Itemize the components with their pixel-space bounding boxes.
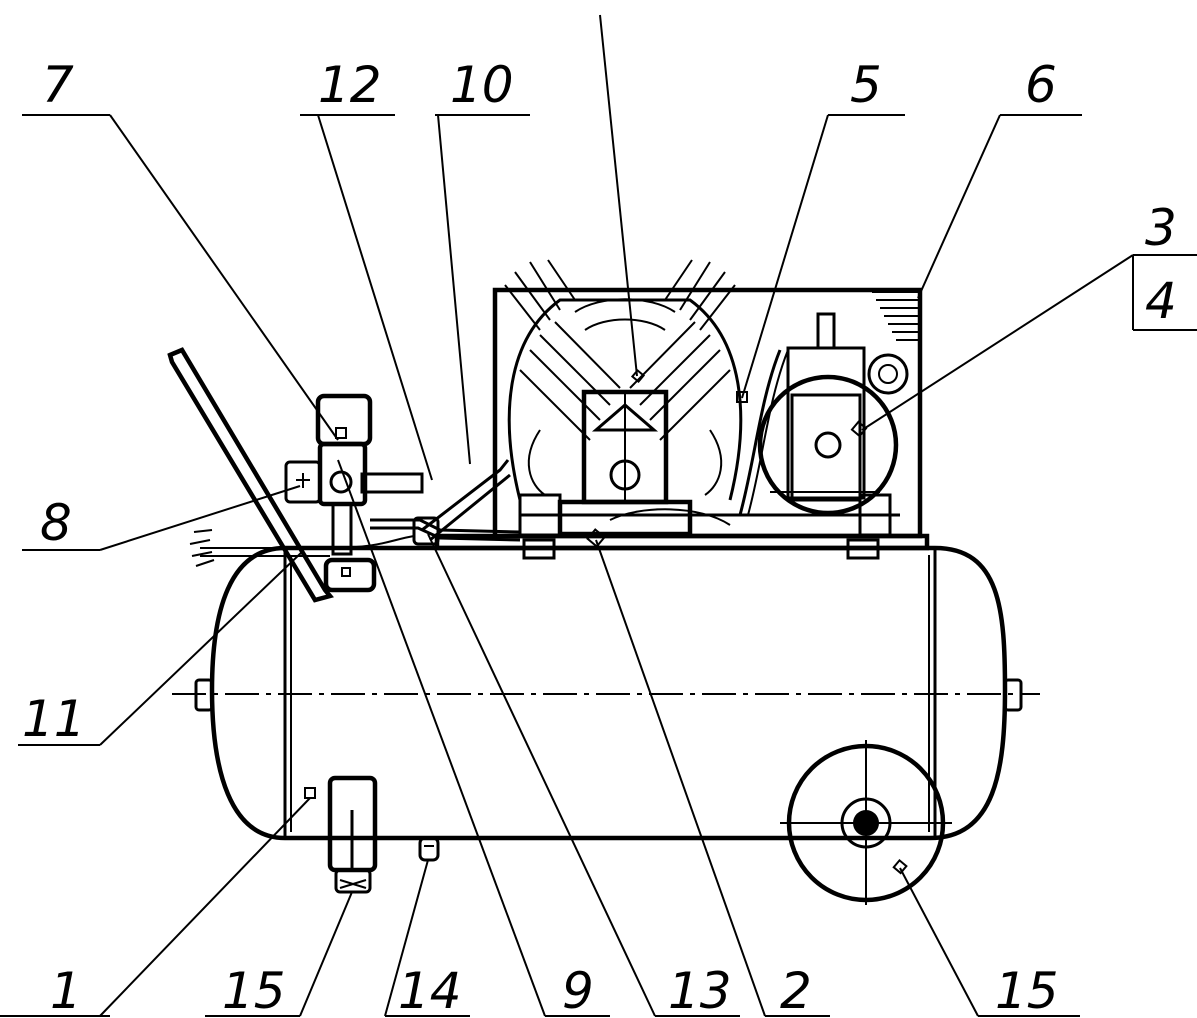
callout-11: 11	[22, 690, 86, 748]
drain-valve	[418, 836, 440, 862]
callout-10: 10	[450, 56, 514, 114]
receiver-tank	[172, 545, 1040, 841]
callout-5: 5	[850, 56, 882, 114]
callout-15-left: 15	[222, 962, 286, 1018]
foot-support	[327, 775, 378, 894]
electric-motor	[757, 312, 909, 516]
air-pipes	[370, 459, 521, 546]
compressor-head	[504, 259, 743, 537]
callout-1: 1	[50, 962, 82, 1018]
callout-12: 12	[318, 56, 382, 114]
leader-lines	[0, 14, 1197, 1017]
callout-14: 14	[398, 962, 462, 1018]
callout-15-right: 15	[995, 962, 1059, 1018]
wheel	[780, 740, 952, 905]
callout-8: 8	[40, 494, 72, 552]
callout-6: 6	[1025, 56, 1057, 114]
handle	[167, 347, 334, 603]
callout-9: 9	[562, 962, 594, 1018]
callout-13: 13	[668, 962, 732, 1018]
drive-belt	[738, 349, 782, 516]
callout-3: 3	[1145, 199, 1177, 257]
pressure-switch-assembly	[284, 393, 424, 593]
callout-7: 7	[42, 56, 74, 114]
small-fitting	[304, 787, 316, 799]
callout-2: 2	[780, 962, 812, 1018]
callout-labels: 7 12 10 5 6 3 4 8 11 1 15 14 9 13 2 15	[22, 56, 1177, 1018]
power-cable	[189, 529, 415, 567]
callout-4: 4	[1145, 272, 1177, 330]
